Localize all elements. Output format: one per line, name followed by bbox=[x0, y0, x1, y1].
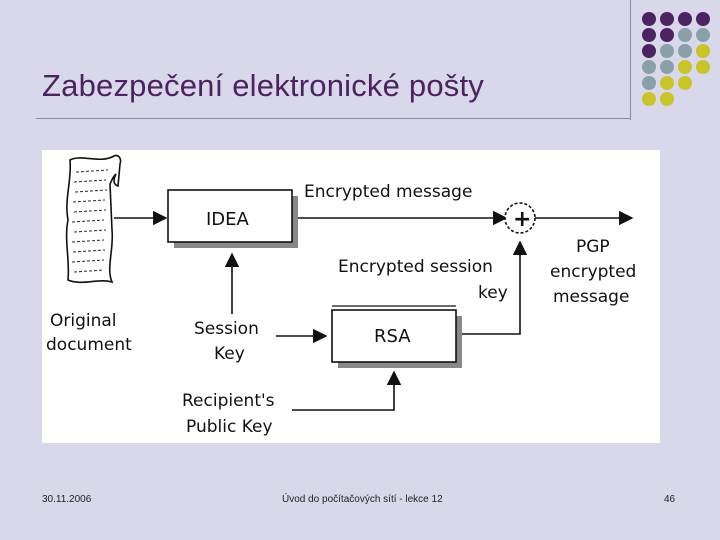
dot bbox=[642, 12, 656, 26]
encrypted-session-key-label-line1: Encrypted session bbox=[338, 257, 493, 277]
dot bbox=[678, 76, 692, 90]
vertical-divider bbox=[630, 0, 631, 120]
dot bbox=[696, 12, 710, 26]
arrow-rsa-to-combiner bbox=[458, 240, 528, 335]
dot bbox=[642, 60, 656, 74]
idea-box bbox=[167, 189, 298, 248]
dot bbox=[678, 60, 692, 74]
pgp-label-line1: PGP bbox=[576, 237, 610, 257]
encrypted-session-key-label-line2: key bbox=[478, 283, 508, 303]
public-key-label-line2: Public Key bbox=[186, 417, 273, 437]
dot bbox=[696, 28, 710, 42]
slide-title: Zabezpečení elektronické pošty bbox=[42, 68, 484, 103]
pgp-diagram: Original document IDEA Encrypted message… bbox=[42, 150, 660, 443]
title-divider bbox=[36, 118, 630, 119]
rsa-label: RSA bbox=[374, 326, 411, 347]
pgp-label-line3: message bbox=[553, 287, 629, 307]
dot bbox=[642, 92, 656, 106]
dot bbox=[642, 76, 656, 90]
dot bbox=[660, 76, 674, 90]
plus-symbol: + bbox=[513, 207, 531, 232]
public-key-label-line1: Recipient's bbox=[182, 391, 275, 411]
arrow-public-key-to-rsa bbox=[292, 370, 402, 411]
footer-date: 30.11.2006 bbox=[42, 494, 92, 505]
encrypted-message-label: Encrypted message bbox=[304, 182, 472, 202]
footer-course-title: Úvod do počítačových sítí - lekce 12 bbox=[282, 494, 443, 505]
dot bbox=[660, 12, 674, 26]
footer-page-number: 46 bbox=[664, 494, 676, 505]
dot bbox=[660, 60, 674, 74]
session-key-label-line2: Key bbox=[214, 344, 245, 364]
dot bbox=[678, 44, 692, 58]
rsa-box bbox=[331, 309, 462, 368]
document-icon bbox=[65, 154, 122, 284]
original-document-label-line1: Original bbox=[50, 311, 117, 331]
dot bbox=[678, 28, 692, 42]
dot bbox=[660, 44, 674, 58]
dot bbox=[660, 28, 674, 42]
dot bbox=[642, 28, 656, 42]
dot bbox=[660, 92, 674, 106]
session-key-label-line1: Session bbox=[194, 319, 259, 339]
decorative-dot-grid bbox=[636, 8, 720, 108]
dot bbox=[696, 60, 710, 74]
idea-label: IDEA bbox=[206, 209, 250, 230]
dot bbox=[642, 44, 656, 58]
dot bbox=[678, 12, 692, 26]
dot bbox=[696, 44, 710, 58]
original-document-label-line2: document bbox=[46, 335, 132, 355]
pgp-label-line2: encrypted bbox=[550, 262, 636, 282]
